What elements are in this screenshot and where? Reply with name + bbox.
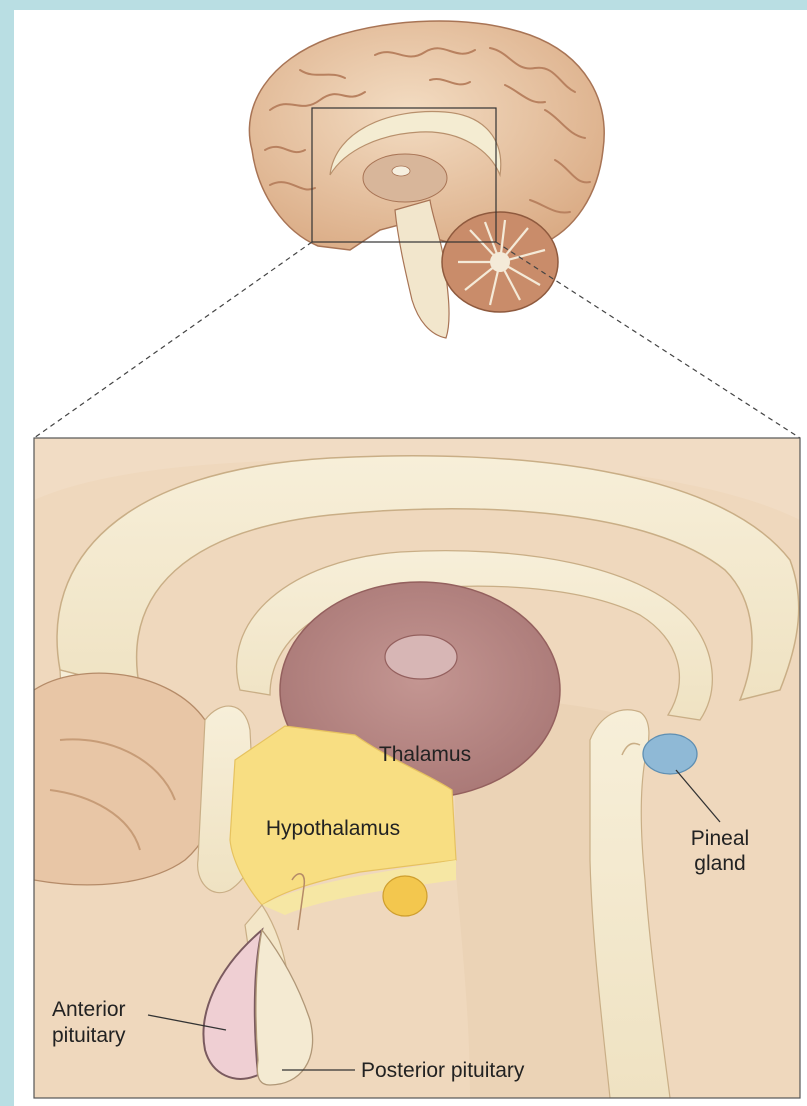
label-posterior-pituitary: Posterior pituitary — [361, 1059, 525, 1082]
label-hypothalamus: Hypothalamus — [266, 817, 400, 840]
label-pineal-line2: gland — [694, 852, 745, 875]
mammillary-body — [383, 876, 427, 916]
whole-brain-illustration — [249, 21, 604, 338]
label-anterior-line2: pituitary — [52, 1024, 126, 1047]
pineal-gland — [643, 734, 697, 774]
label-anterior-line1: Anterior — [52, 998, 126, 1021]
interthalamic-adhesion — [385, 635, 457, 679]
label-pineal-line1: Pineal — [691, 827, 749, 850]
detail-panel: Thalamus Hypothalamus Pineal gland Anter… — [34, 438, 800, 1098]
thalamus-small — [363, 154, 447, 202]
third-ventricle-small — [392, 166, 410, 176]
label-thalamus: Thalamus — [379, 743, 471, 766]
zoom-line-left — [34, 242, 312, 438]
zoom-line-right — [496, 242, 800, 438]
